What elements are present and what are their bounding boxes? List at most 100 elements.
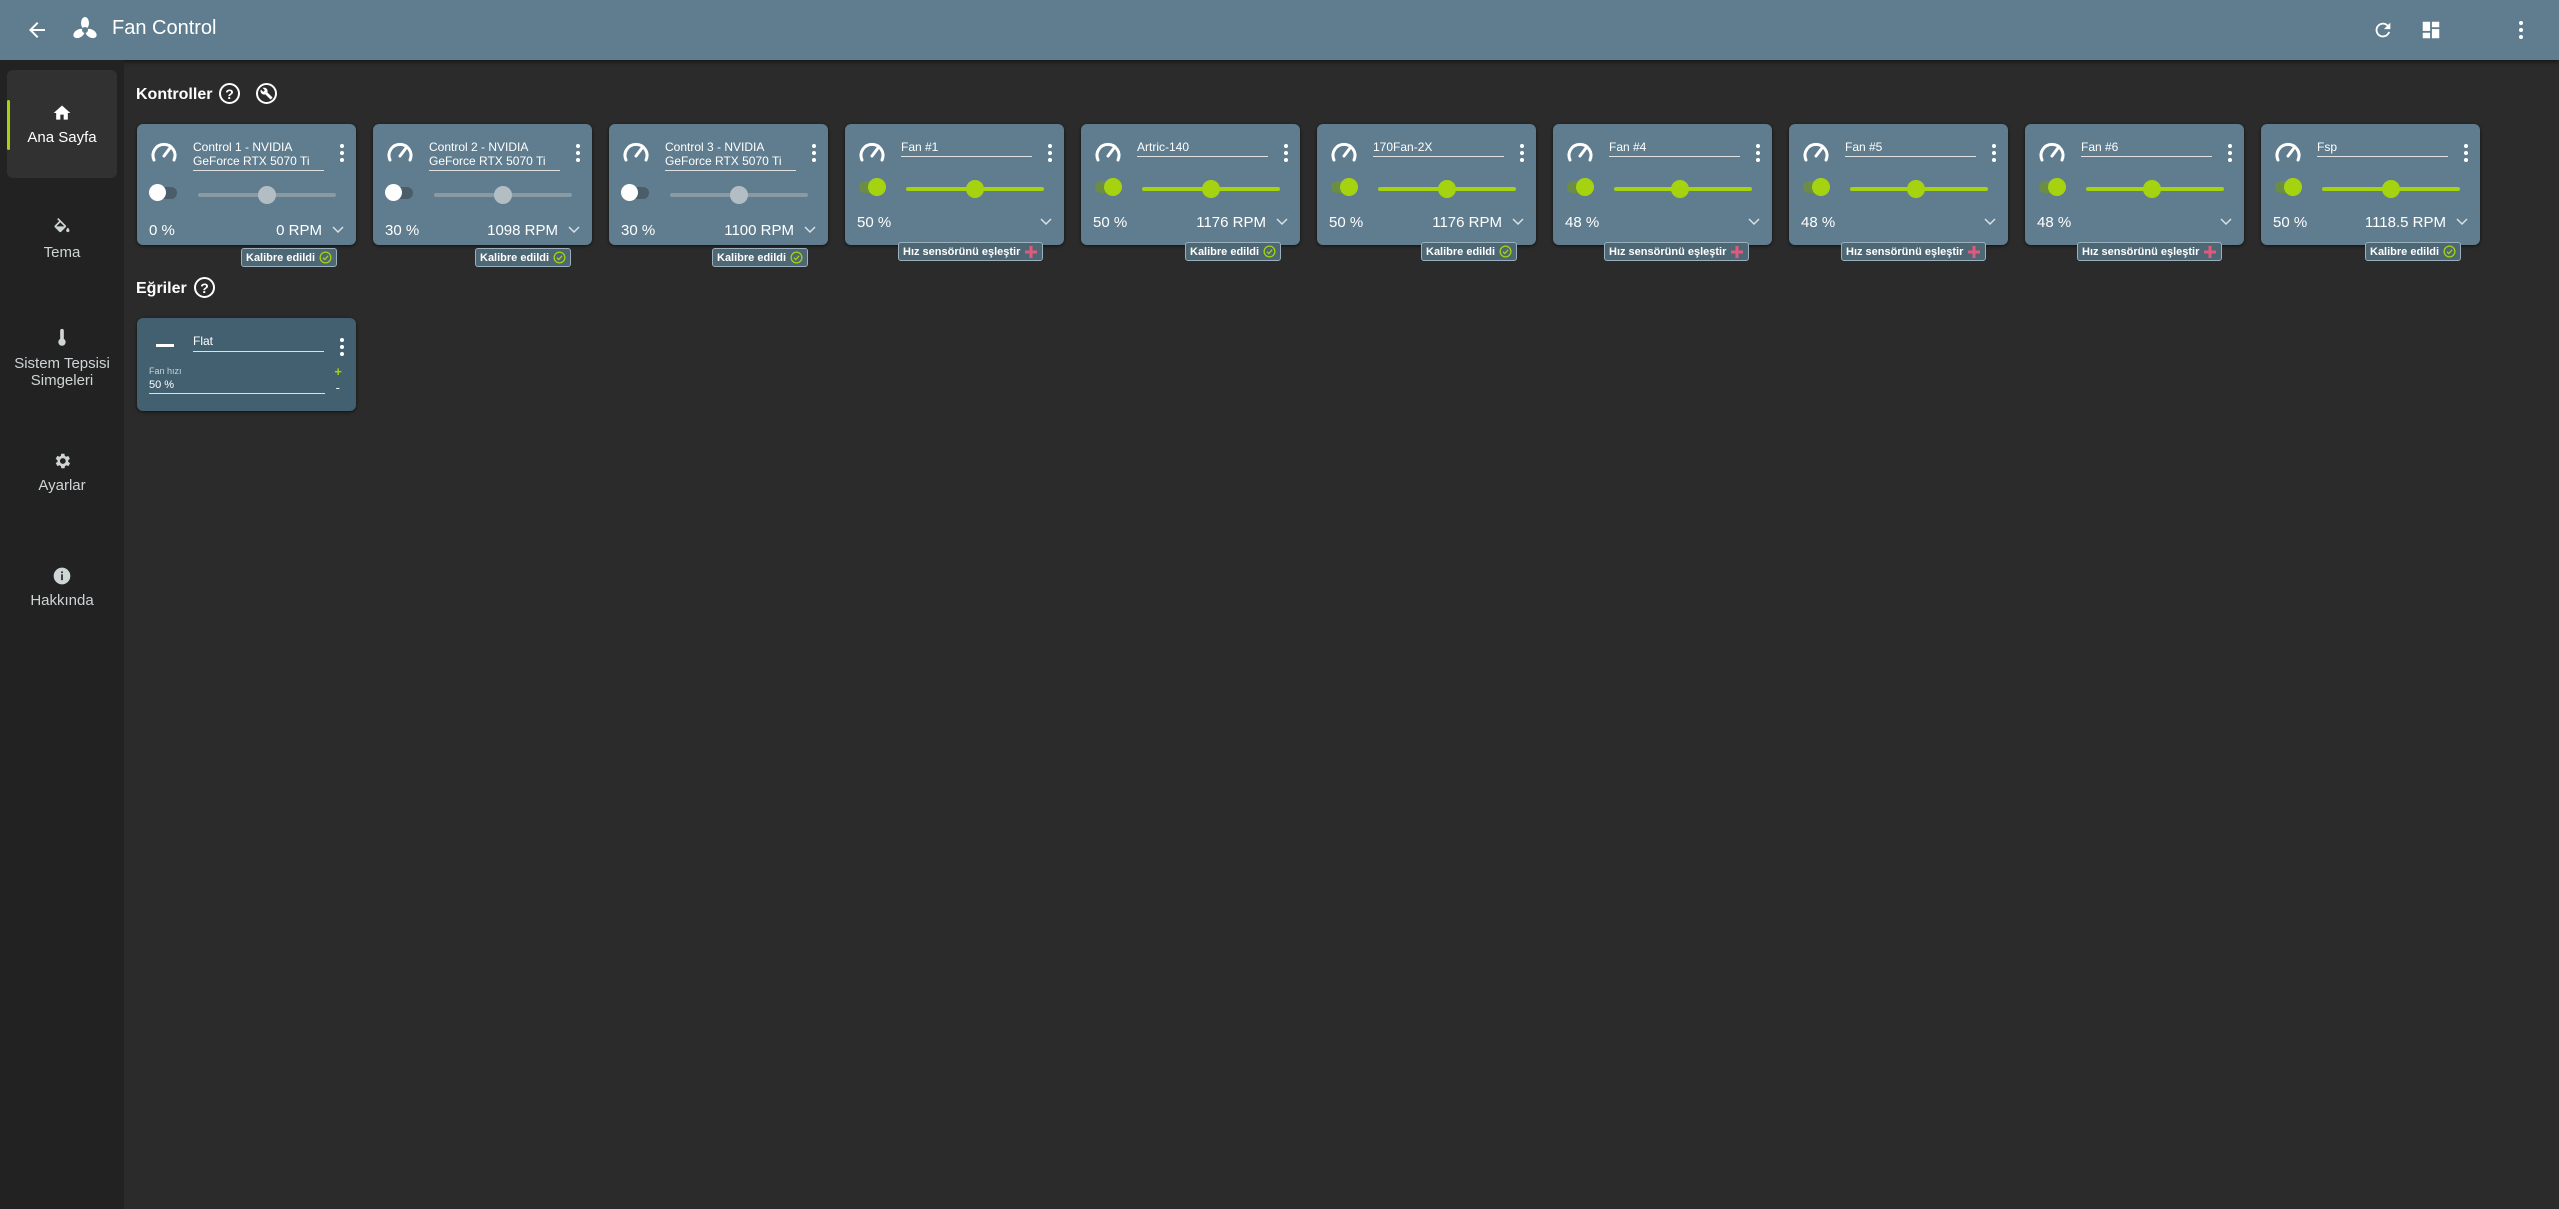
rpm-value: 1098 RPM	[487, 222, 558, 239]
rpm-value: 1176 RPM	[1432, 214, 1502, 231]
enable-toggle[interactable]	[1567, 178, 1594, 196]
slider-thumb[interactable]	[494, 186, 512, 204]
increase-button[interactable]: +	[334, 364, 342, 379]
curves-help-icon[interactable]: ?	[194, 277, 215, 298]
chevron-down-icon[interactable]	[1276, 218, 1288, 226]
enable-toggle[interactable]	[1331, 178, 1358, 196]
control-card[interactable]: 170Fan-2X 50 % 1176 RPM	[1317, 124, 1536, 245]
percent-value: 48 %	[1801, 214, 1836, 231]
enable-toggle[interactable]	[149, 184, 177, 201]
dashboard-layout-icon[interactable]	[2416, 15, 2446, 45]
slider-thumb[interactable]	[258, 186, 276, 204]
pair-sensor-badge[interactable]: Hız sensörünü eşleştir	[1604, 242, 1750, 261]
control-name-field[interactable]: Artric-140	[1137, 140, 1268, 157]
curve-card[interactable]: Flat Fan hızı 50 % + -	[137, 318, 356, 411]
speedometer-icon	[151, 142, 177, 162]
control-card[interactable]: Fan #4 48 %	[1553, 124, 1772, 245]
percent-value: 50 %	[1093, 214, 1128, 231]
enable-toggle[interactable]	[621, 184, 649, 201]
more-menu-icon[interactable]	[1520, 144, 1524, 165]
chevron-down-icon[interactable]	[2220, 218, 2232, 226]
sidebar-item-about[interactable]: Hakkında	[7, 533, 117, 641]
more-menu-icon[interactable]	[1284, 144, 1288, 165]
control-card[interactable]: Control 1 - NVIDIA GeForce RTX 5070 Ti 0…	[137, 124, 356, 245]
wrench-icon[interactable]	[256, 83, 277, 104]
control-card[interactable]: Artric-140 50 % 1176 RPM	[1081, 124, 1300, 245]
enable-toggle[interactable]	[1803, 178, 1830, 196]
sidebar-item-settings[interactable]: Ayarlar	[7, 418, 117, 526]
more-menu-icon[interactable]	[2464, 144, 2468, 165]
chevron-down-icon[interactable]	[804, 226, 816, 234]
check-circle-icon	[790, 251, 803, 264]
pair-sensor-badge[interactable]: Hız sensörünü eşleştir	[2077, 242, 2223, 261]
fan-speed-value[interactable]: 50 %	[149, 379, 325, 394]
more-menu-icon[interactable]	[1992, 144, 1996, 165]
slider-thumb[interactable]	[966, 180, 984, 198]
control-name-field[interactable]: 170Fan-2X	[1373, 140, 1504, 157]
slider-thumb[interactable]	[1671, 180, 1690, 198]
chevron-down-icon[interactable]	[1748, 218, 1760, 226]
control-card[interactable]: Fan #6 48 %	[2025, 124, 2244, 245]
enable-toggle[interactable]	[1095, 178, 1122, 196]
more-menu-icon[interactable]	[812, 144, 816, 165]
more-menu-icon[interactable]	[1048, 144, 1052, 165]
enable-toggle[interactable]	[2039, 178, 2066, 196]
enable-toggle[interactable]	[2275, 178, 2302, 196]
control-name-field[interactable]: Control 1 - NVIDIA GeForce RTX 5070 Ti	[193, 140, 324, 171]
rpm-value: 0 RPM	[276, 222, 322, 239]
curve-more-menu-icon[interactable]	[340, 338, 344, 356]
chevron-down-icon[interactable]	[1040, 218, 1052, 226]
enable-toggle[interactable]	[859, 178, 886, 196]
more-menu-icon[interactable]	[2228, 144, 2232, 165]
slider-thumb[interactable]	[730, 186, 748, 204]
control-name-field[interactable]: Fan #6	[2081, 140, 2212, 157]
control-name-field[interactable]: Fan #5	[1845, 140, 1976, 157]
slider-thumb[interactable]	[1202, 180, 1220, 198]
pair-sensor-badge[interactable]: Hız sensörünü eşleştir	[898, 242, 1044, 261]
app-title: Fan Control	[112, 17, 217, 39]
thermometer-icon	[58, 328, 66, 346]
slider-thumb[interactable]	[2382, 180, 2400, 198]
chevron-down-icon[interactable]	[1512, 218, 1524, 226]
slider-thumb[interactable]	[1907, 180, 1926, 198]
sidebar-item-home[interactable]: Ana Sayfa	[7, 70, 117, 178]
curve-name-field[interactable]: Flat	[193, 334, 324, 352]
more-menu-icon[interactable]	[576, 144, 580, 165]
slider-thumb[interactable]	[2143, 180, 2162, 198]
control-name-field[interactable]: Control 3 - NVIDIA GeForce RTX 5070 Ti	[665, 140, 796, 171]
calibrated-badge: Kalibre edildi	[2365, 242, 2462, 261]
badge-label: Hız sensörünü eşleştir	[2082, 245, 2200, 258]
controls-help-icon[interactable]: ?	[219, 83, 240, 104]
chevron-down-icon[interactable]	[332, 226, 344, 234]
control-name-field[interactable]: Fsp	[2317, 140, 2448, 157]
refresh-icon[interactable]	[2368, 15, 2398, 45]
controls-section-title: Kontroller	[136, 86, 213, 103]
speedometer-icon	[1095, 142, 1121, 162]
slider-thumb[interactable]	[1438, 180, 1456, 198]
control-card[interactable]: Fan #1 50 %	[845, 124, 1064, 245]
control-card[interactable]: Control 3 - NVIDIA GeForce RTX 5070 Ti 3…	[609, 124, 828, 245]
back-arrow-icon[interactable]	[22, 15, 52, 45]
sidebar-item-theme[interactable]: Tema	[7, 185, 117, 293]
more-menu-icon[interactable]	[340, 144, 344, 165]
more-menu-icon[interactable]	[1756, 144, 1760, 165]
chevron-down-icon[interactable]	[2456, 218, 2468, 226]
more-vert-icon[interactable]	[2506, 15, 2536, 45]
pair-sensor-badge[interactable]: Hız sensörünü eşleştir	[1841, 242, 1987, 261]
chevron-down-icon[interactable]	[568, 226, 580, 234]
control-name-field[interactable]: Fan #1	[901, 140, 1032, 157]
badge-label: Hız sensörünü eşleştir	[1609, 245, 1727, 258]
curves-section-title: Eğriler	[136, 280, 187, 297]
calibrated-badge: Kalibre edildi	[475, 248, 572, 267]
rpm-value: 1100 RPM	[724, 222, 794, 239]
control-name-field[interactable]: Control 2 - NVIDIA GeForce RTX 5070 Ti	[429, 140, 560, 171]
control-name-field[interactable]: Fan #4	[1609, 140, 1740, 157]
sidebar-item-tray-icons[interactable]: Sistem Tepsisi Simgeleri	[7, 304, 117, 412]
control-card[interactable]: Fsp 50 % 1118.5 RPM	[2261, 124, 2480, 245]
enable-toggle[interactable]	[385, 184, 413, 201]
decrease-button[interactable]: -	[335, 380, 340, 395]
chevron-down-icon[interactable]	[1984, 218, 1996, 226]
control-card[interactable]: Fan #5 48 %	[1789, 124, 2008, 245]
control-card[interactable]: Control 2 - NVIDIA GeForce RTX 5070 Ti 3…	[373, 124, 592, 245]
gear-icon	[55, 453, 71, 468]
